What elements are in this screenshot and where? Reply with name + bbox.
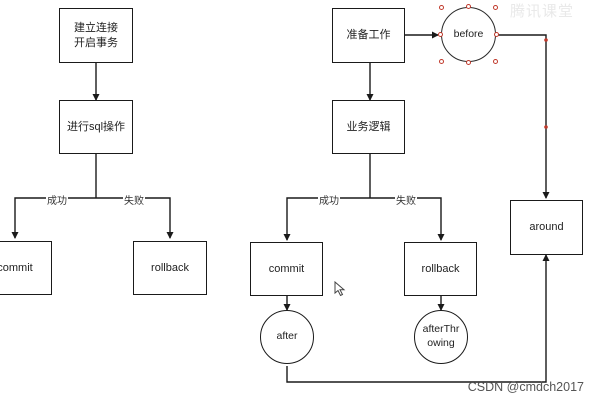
edge-before-to-around: [496, 34, 550, 199]
before-label: before: [453, 27, 484, 40]
selection-handle[interactable]: [493, 5, 498, 10]
business-logic-box[interactable]: 业务逻辑: [332, 100, 405, 154]
left-fail-label: 失败: [123, 192, 145, 207]
after-throwing-line-2: owing: [427, 337, 455, 349]
left-rollback-label: rollback: [151, 261, 189, 274]
prepare-box[interactable]: 准备工作: [332, 8, 405, 63]
edge-right-fail: [370, 197, 445, 241]
mouse-cursor-icon: [334, 281, 346, 297]
right-success-label: 成功: [318, 192, 340, 207]
footer-attribution: CSDN @cmdch2017: [467, 380, 584, 394]
left-rollback-box[interactable]: rollback: [133, 241, 207, 295]
after-throwing-circle[interactable]: afterThr owing: [414, 310, 468, 364]
around-box[interactable]: around: [510, 200, 583, 255]
prepare-label: 准备工作: [346, 29, 391, 42]
selection-handle[interactable]: [438, 32, 443, 37]
selection-handle[interactable]: [466, 4, 471, 9]
around-label: around: [529, 221, 564, 234]
right-rollback-box[interactable]: rollback: [404, 242, 477, 296]
start-line-2: 开启事务: [74, 36, 118, 49]
right-rollback-label: rollback: [421, 262, 460, 275]
right-commit-box[interactable]: commit: [250, 242, 323, 296]
connector-point: [544, 125, 548, 129]
selection-handle[interactable]: [494, 32, 499, 37]
left-commit-box[interactable]: commit: [0, 241, 52, 295]
selection-handle[interactable]: [439, 59, 444, 64]
left-commit-label: commit: [0, 261, 33, 274]
start-transaction-box[interactable]: 建立连接 开启事务: [59, 8, 133, 63]
sql-operation-label: 进行sql操作: [66, 120, 126, 133]
left-success-label: 成功: [46, 192, 68, 207]
after-circle[interactable]: after: [260, 310, 314, 364]
before-circle[interactable]: before: [441, 7, 496, 62]
business-logic-label: 业务逻辑: [346, 120, 391, 133]
selection-handle[interactable]: [466, 60, 471, 65]
edge-after-to-around: [286, 254, 550, 383]
selection-handle[interactable]: [493, 59, 498, 64]
connector-point: [544, 38, 548, 42]
selection-handle[interactable]: [439, 5, 444, 10]
watermark-text: 腾讯课堂: [510, 3, 575, 20]
right-commit-label: commit: [268, 262, 305, 275]
edge-left-success: [11, 197, 96, 239]
sql-operation-box[interactable]: 进行sql操作: [59, 100, 133, 154]
after-throwing-line-1: afterThr: [422, 323, 460, 336]
edge-left-fail: [96, 197, 174, 239]
after-label: after: [276, 330, 298, 343]
right-fail-label: 失败: [395, 192, 417, 207]
start-line-1: 建立连接: [74, 21, 118, 34]
edge-right-success: [283, 197, 370, 241]
